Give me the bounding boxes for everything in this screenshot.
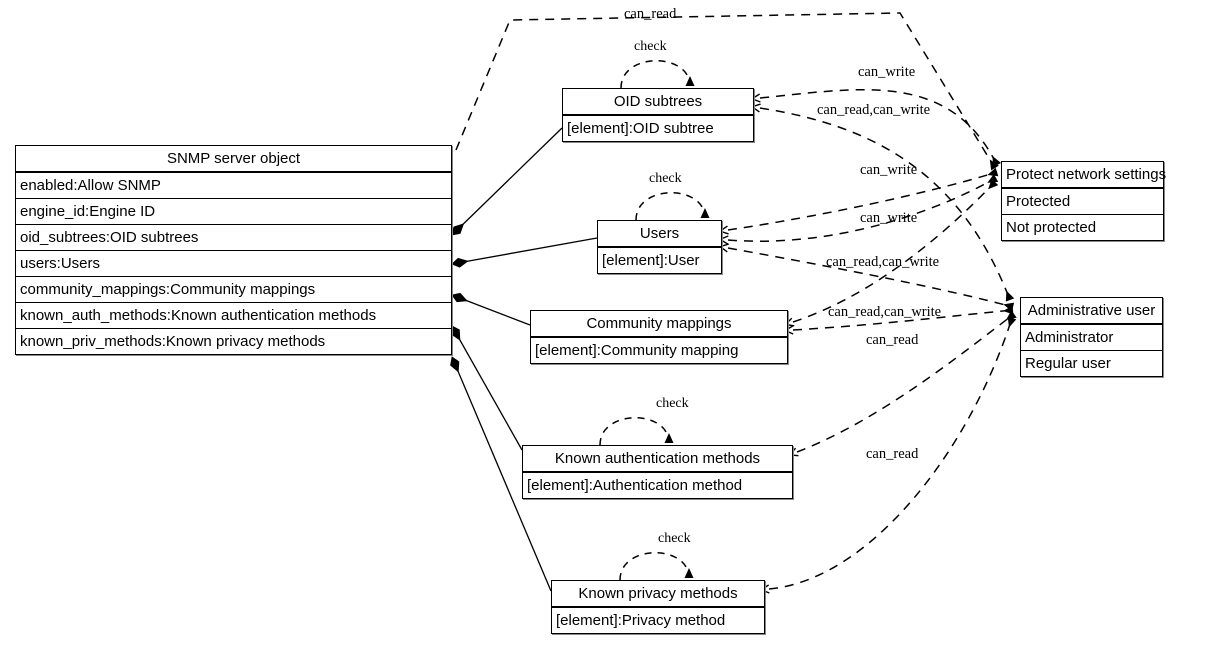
edge-snmp-users <box>451 237 598 268</box>
edge-snmp-known-auth-methods <box>451 325 523 451</box>
class-attribute: engine_id:Engine ID <box>16 198 451 224</box>
edge-snmp-community-mappings <box>451 292 531 326</box>
class-attribute: users:Users <box>16 250 451 276</box>
edge-label-can-write-users-1: can_write <box>860 162 918 178</box>
class-attribute: Protected <box>1002 188 1163 214</box>
edge-label-can-write-oid: can_write <box>858 64 916 80</box>
class-attribute: known_auth_methods:Known authentication … <box>16 302 451 328</box>
edge-label-check-auth: check <box>656 396 689 411</box>
edge-label-can-read-write-users: can_read,can_write <box>826 254 940 270</box>
class-attribute: Administrator <box>1021 324 1162 350</box>
class-title: Known authentication methods <box>523 446 792 472</box>
check-loop-auth <box>599 417 674 446</box>
class-snmp-server-object[interactable]: SNMP server object enabled:Allow SNMP en… <box>15 145 452 355</box>
class-attribute: Regular user <box>1021 350 1162 376</box>
class-attribute: Not protected <box>1002 214 1163 240</box>
class-attribute: [element]:Authentication method <box>523 472 792 498</box>
class-title: Administrative user <box>1021 298 1162 324</box>
class-known-authentication-methods[interactable]: Known authentication methods [element]:A… <box>522 445 793 499</box>
edge-label-check-users: check <box>649 171 682 186</box>
class-attribute: community_mappings:Community mappings <box>16 276 451 302</box>
edge-label-check-oid: check <box>634 39 667 54</box>
class-title: SNMP server object <box>16 146 451 172</box>
class-title: OID subtrees <box>563 89 753 115</box>
check-loop-oid-subtrees <box>620 60 695 89</box>
class-attribute: oid_subtrees:OID subtrees <box>16 224 451 250</box>
class-title: Users <box>598 221 721 247</box>
edge-label-can-read-community: can_read <box>866 332 919 348</box>
edge-label-can-read-auth: can_read <box>866 446 919 462</box>
edge-label-can-write-users-2: can_write <box>860 210 918 226</box>
class-protect-network-settings[interactable]: Protect network settings Protected Not p… <box>1001 161 1166 241</box>
class-users[interactable]: Users [element]:User <box>597 220 722 274</box>
class-title: Community mappings <box>531 311 787 337</box>
edge-label-can-read-write-oid: can_read,can_write <box>817 102 931 118</box>
class-title: Protect network settings <box>1002 162 1166 188</box>
edge-label-check-priv: check <box>658 531 691 546</box>
edge-label-can-read-top: can_read <box>624 6 677 22</box>
class-title: Known privacy methods <box>552 581 764 607</box>
edge-label-can-read-write-community: can_read,can_write <box>828 304 942 320</box>
class-attribute: [element]:User <box>598 247 721 273</box>
class-attribute: [element]:Community mapping <box>531 337 787 363</box>
class-administrative-user[interactable]: Administrative user Administrator Regula… <box>1020 297 1163 377</box>
class-attribute: [element]:OID subtree <box>563 115 753 141</box>
class-attribute: known_priv_methods:Known privacy methods <box>16 328 451 354</box>
class-attribute: enabled:Allow SNMP <box>16 172 451 198</box>
check-loop-priv <box>619 552 694 581</box>
class-oid-subtrees[interactable]: OID subtrees [element]:OID subtree <box>562 88 754 142</box>
edge-can-read-write-oid-admin <box>760 108 1010 300</box>
edge-community-protect <box>793 182 995 322</box>
class-attribute: [element]:Privacy method <box>552 607 764 633</box>
edge-snmp-oid-subtrees <box>451 127 563 236</box>
class-known-privacy-methods[interactable]: Known privacy methods [element]:Privacy … <box>551 580 765 634</box>
class-community-mappings[interactable]: Community mappings [element]:Community m… <box>530 310 788 364</box>
check-loop-users <box>635 192 710 221</box>
